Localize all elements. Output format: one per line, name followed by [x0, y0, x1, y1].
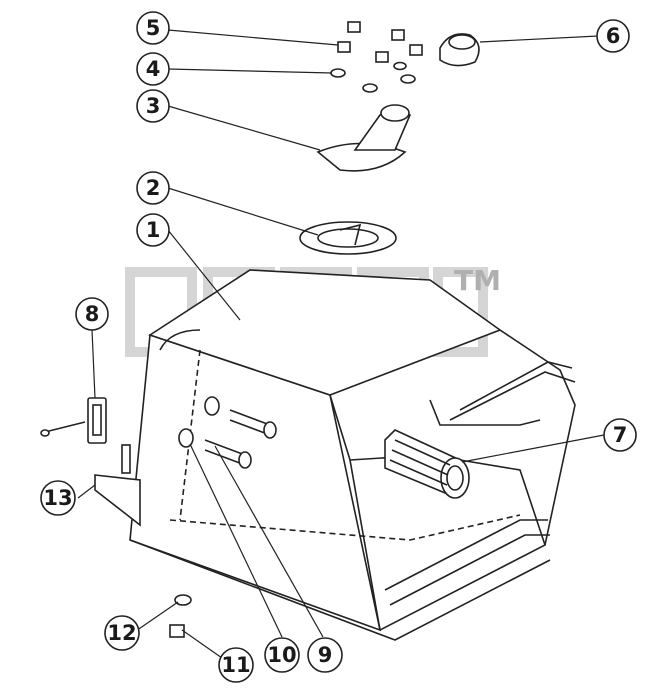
callout-3: 3 [136, 89, 170, 123]
svg-text:5: 5 [146, 16, 161, 40]
svg-text:9: 9 [318, 643, 333, 667]
svg-text:13: 13 [43, 486, 72, 510]
callout-4: 4 [136, 52, 170, 86]
callout-2: 2 [136, 171, 170, 205]
callout-13: 13 [40, 480, 76, 516]
callout-6: 6 [596, 19, 630, 53]
watermark-tm: TM [454, 264, 501, 297]
part-3-filler-neck [316, 104, 411, 172]
callout-12: 12 [104, 615, 140, 651]
part-2-gasket [299, 221, 397, 255]
callout-5: 5 [136, 11, 170, 45]
svg-text:6: 6 [606, 24, 621, 48]
part-9-10-bolts [178, 396, 277, 469]
svg-text:2: 2 [146, 176, 161, 200]
leader-lines [77, 29, 605, 666]
callout-11: 11 [218, 647, 254, 683]
callout-10: 10 [264, 637, 300, 673]
part-11-12-drain [169, 594, 192, 638]
tank-body [129, 269, 576, 641]
part-7-filter [384, 429, 470, 499]
svg-text:12: 12 [107, 621, 136, 645]
svg-text:3: 3 [146, 94, 161, 118]
part-8-sight-gauge [40, 397, 107, 444]
part-4-5-fasteners [330, 21, 423, 93]
svg-text:1: 1 [146, 218, 161, 242]
callout-7: 7 [603, 418, 637, 452]
svg-text:8: 8 [85, 302, 100, 326]
callout-9: 9 [307, 637, 343, 673]
svg-text:10: 10 [267, 643, 296, 667]
svg-text:11: 11 [221, 653, 250, 677]
part-13-bracket [94, 444, 141, 527]
part-6-cap [439, 33, 480, 67]
callout-1: 1 [136, 213, 170, 247]
svg-text:7: 7 [613, 423, 628, 447]
callout-8: 8 [75, 297, 109, 331]
svg-text:4: 4 [146, 57, 161, 81]
